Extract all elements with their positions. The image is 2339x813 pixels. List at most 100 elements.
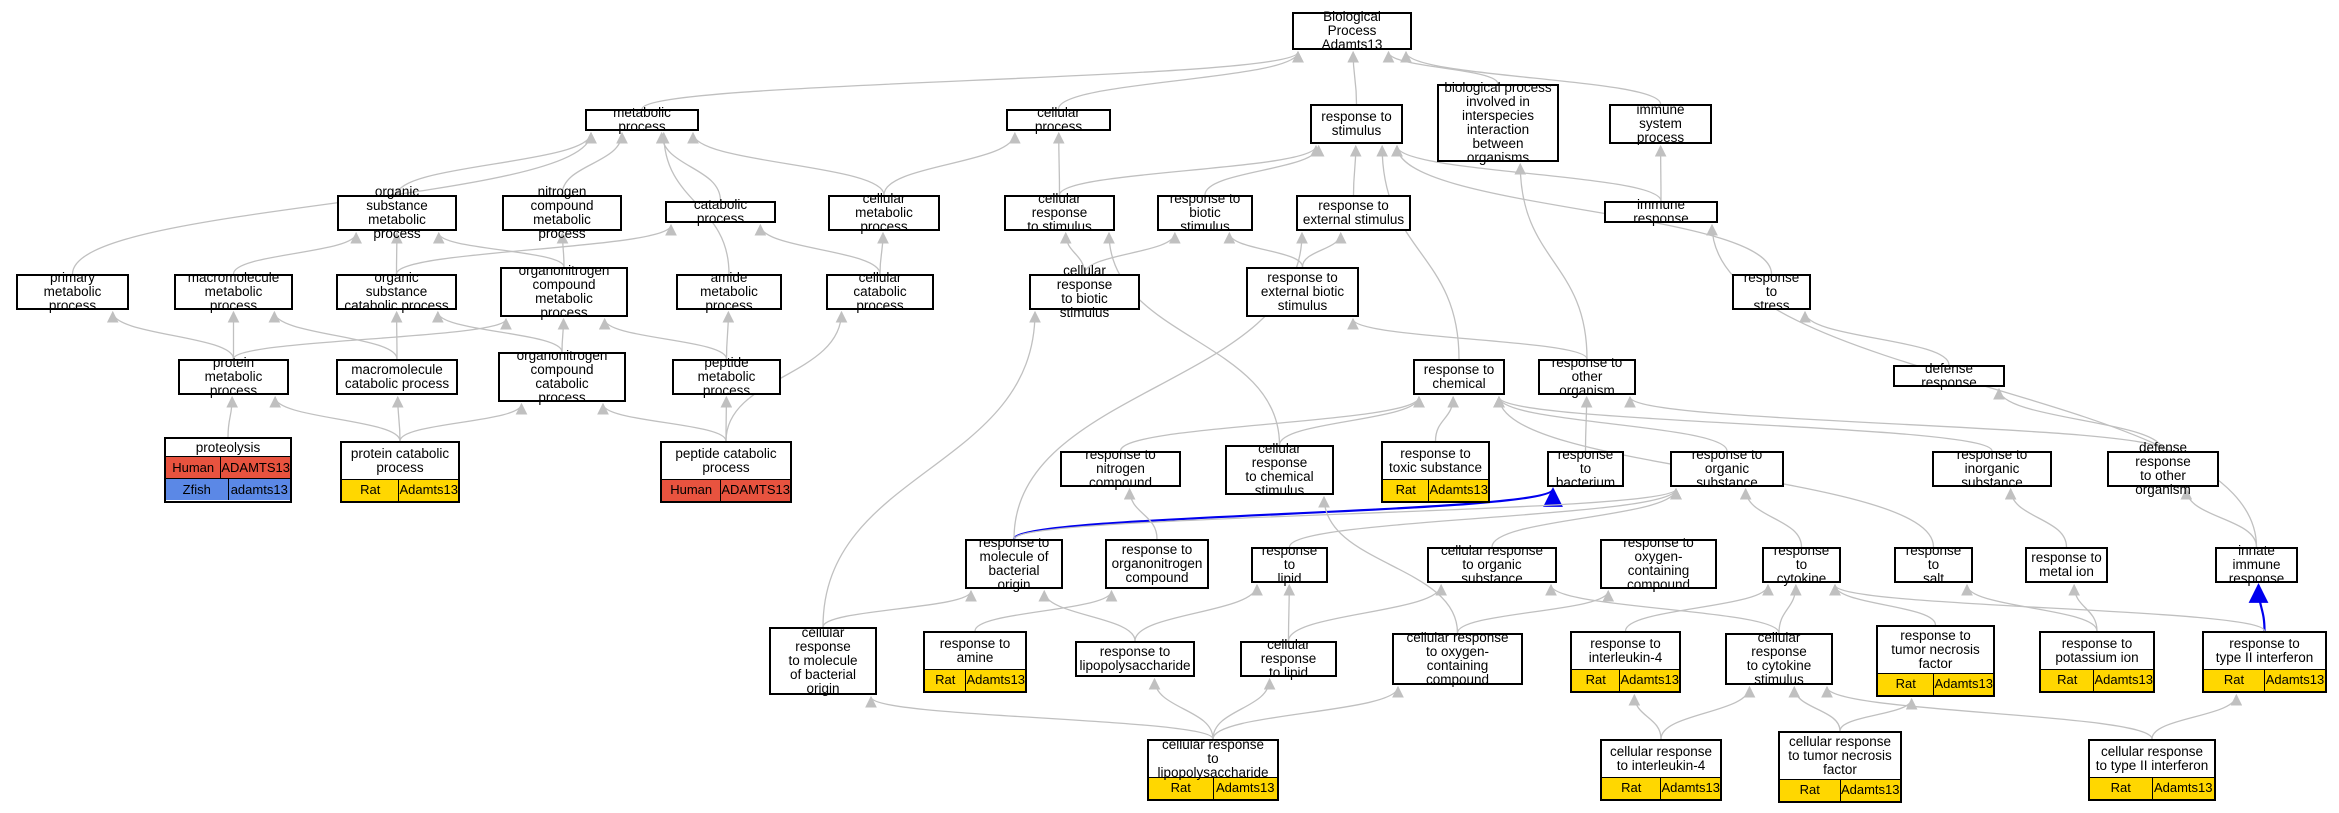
go-term-node[interactable]: response to bacterium (1547, 448, 1624, 490)
go-term-node[interactable]: cellular response to chemical stimulus (1225, 442, 1334, 498)
is-a-edge (641, 50, 1304, 110)
go-term-node[interactable]: response to metal ion (2025, 547, 2108, 583)
go-term-label: response to external stimulus (1302, 198, 1405, 227)
go-term-node[interactable]: response to oxygen-containing compound (1600, 535, 1717, 592)
go-term-label: response to stimulus (1321, 109, 1392, 138)
go-term-label: organic substance catabolic process (344, 270, 449, 313)
go-term-node[interactable]: response to other organism (1538, 355, 1636, 398)
go-term-node[interactable]: cellular response to oxygen-containing c… (1392, 631, 1523, 687)
go-term-node[interactable]: peptide metabolic process (672, 356, 781, 398)
is-a-edge (877, 231, 889, 275)
go-term-node[interactable]: metabolic process (585, 106, 699, 134)
go-term-node[interactable]: macromolecule catabolic process (336, 359, 458, 395)
go-term-node[interactable]: response to stimulus (1310, 104, 1403, 144)
go-term-node[interactable]: response to lipopolysaccharide (1075, 641, 1195, 677)
go-term-node[interactable]: cellular process (1006, 106, 1111, 134)
is-a-edge (1821, 685, 2153, 740)
go-term-node[interactable]: response to cytokine (1762, 544, 1841, 586)
go-term-label: response to lipopolysaccharide (1079, 644, 1191, 673)
species-cell: Human (670, 482, 713, 497)
go-term-node[interactable]: response to chemical (1413, 359, 1505, 395)
go-term-node[interactable]: response to stress (1732, 271, 1811, 313)
go-term-node[interactable]: organonitrogen compound catabolic proces… (498, 349, 626, 405)
go-term-node[interactable]: innate immune response (2215, 544, 2298, 586)
go-term-node[interactable]: cellular response to lipid (1240, 638, 1337, 680)
go-term-node[interactable]: cellular response to biotic stimulus (1029, 264, 1140, 320)
is-a-edge (1545, 583, 1780, 634)
go-term-label: nitrogen compound metabolic process (530, 184, 594, 241)
is-a-edge (1514, 162, 1588, 360)
go-term-node[interactable]: response to nitrogen compound (1060, 447, 1181, 490)
go-term-node[interactable]: immune response (1604, 198, 1718, 226)
go-term-label: cellular response to stimulus (1027, 191, 1092, 234)
go-term-node[interactable]: cellular response to organic substance (1427, 543, 1557, 586)
go-term-label: response to organic substance (1691, 447, 1763, 490)
go-term-node[interactable]: macromolecule metabolic process (174, 271, 293, 313)
go-term-node[interactable]: cellular metabolic process (828, 192, 940, 234)
go-term-node[interactable]: organonitrogen compound metabolic proces… (500, 264, 628, 320)
go-term-node[interactable]: response to biotic stimulus (1157, 192, 1253, 234)
species-cell: Rat (2057, 672, 2078, 687)
go-term-label: response to nitrogen compound (1085, 447, 1156, 490)
is-a-edge (822, 310, 1041, 628)
is-a-edge (432, 231, 565, 268)
gene-cell: ADAMTS13 (720, 479, 790, 501)
go-term-node[interactable]: response to external stimulus (1296, 195, 1411, 231)
go-term-node[interactable]: response to organonitrogen compound (1105, 539, 1209, 589)
go-term-node[interactable]: response to organic substance (1670, 447, 1784, 490)
go-term-node[interactable]: cellular response to stimulus (1004, 191, 1115, 234)
go-term-node[interactable]: catabolic process (665, 198, 776, 226)
go-term-label: cellular response to organic substance (1440, 543, 1544, 586)
go-term-node[interactable]: response to lipid (1251, 544, 1328, 586)
go-term-label: response to molecule of bacterial origin (978, 535, 1050, 592)
species-cell: Rat (1621, 780, 1642, 795)
go-term-node[interactable]: nitrogen compound metabolic process (502, 184, 622, 241)
go-term-node[interactable]: amide metabolic process (676, 271, 782, 313)
go-term-node[interactable]: defense response (1893, 362, 2005, 390)
go-term-label: response to other organism (1551, 355, 1623, 398)
go-term-node[interactable]: response to external biotic stimulus (1246, 267, 1359, 317)
go-term-node[interactable]: protein metabolic process (178, 356, 289, 398)
is-a-edge (1058, 144, 1322, 196)
go-term-node[interactable]: cellular response to molecule of bacteri… (769, 626, 877, 696)
go-term-node[interactable]: defense response to other organism (2107, 441, 2219, 497)
go-term-node[interactable]: cellular response to tumor necrosis fact… (1778, 731, 1902, 803)
is-a-edge (1103, 231, 1281, 446)
go-term-node[interactable]: cellular response to cytokine stimulus (1725, 631, 1833, 687)
is-a-edge (1119, 395, 1425, 452)
highlighted-edge (1012, 487, 1563, 541)
is-a-edge (1134, 583, 1263, 642)
go-term-node[interactable]: biological process involved in interspec… (1437, 81, 1559, 165)
is-a-edge (1799, 310, 1950, 366)
go-term-node[interactable]: immune system process (1609, 102, 1712, 145)
go-term-node[interactable]: response to inorganic substance (1932, 448, 2052, 490)
is-a-edge (1083, 231, 1181, 275)
go-term-node[interactable]: response to salt (1894, 544, 1973, 586)
go-term-node[interactable]: Biological Process Adamts13 (1292, 10, 1412, 52)
go-term-label: response to toxic substance (1388, 445, 1483, 475)
go-term-node[interactable]: organic substance catabolic process (336, 270, 457, 313)
species-cell: Rat (360, 482, 381, 497)
go-term-node[interactable]: primary metabolic process (16, 271, 129, 313)
is-a-edge (1400, 50, 1662, 105)
go-term-node[interactable]: cellular catabolic process (826, 271, 934, 313)
go-term-node[interactable]: response to molecule of bacterial origin (965, 535, 1063, 592)
go-term-label: immune system process (1636, 102, 1685, 145)
go-term-node[interactable]: organic substance metabolic process (337, 185, 457, 241)
go-term-label: response to oxygen-containing compound (1623, 535, 1694, 592)
